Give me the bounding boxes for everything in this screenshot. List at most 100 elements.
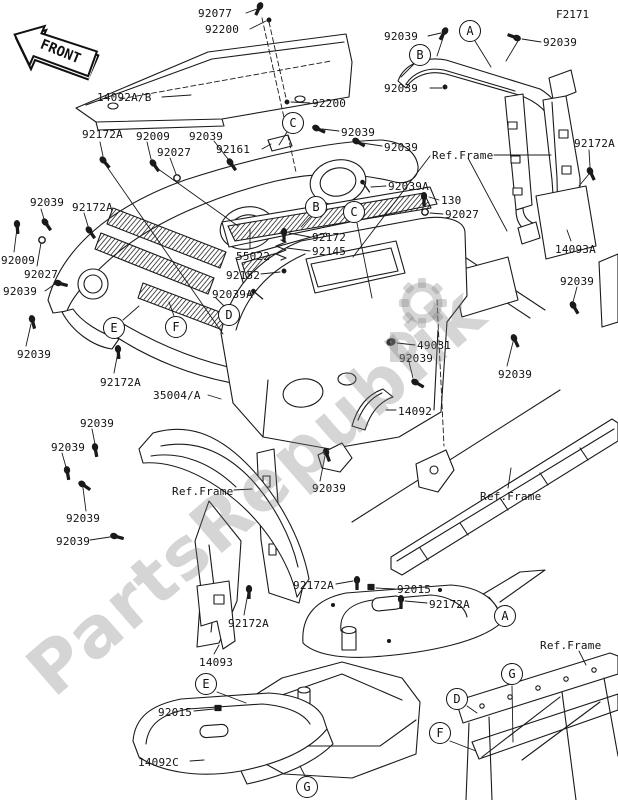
- part-label: 92015: [158, 706, 193, 719]
- part-label: 92039: [384, 141, 419, 154]
- spring-icon: [276, 240, 286, 260]
- screw-icon: [115, 345, 121, 358]
- screw-icon: [99, 156, 111, 169]
- part-label: 14093: [199, 656, 234, 669]
- washer-icon: [39, 237, 45, 243]
- callout-F: F: [165, 316, 187, 338]
- part-label: 14092: [398, 405, 433, 418]
- screw-icon: [226, 158, 238, 172]
- part-label: 55022: [236, 250, 271, 263]
- screw-icon: [507, 32, 521, 41]
- callout-E: E: [195, 673, 217, 695]
- callout-C: C: [343, 201, 365, 223]
- part-label: 49031: [417, 339, 452, 352]
- part-label: 92039: [17, 348, 52, 361]
- part-label: 92027: [157, 146, 192, 159]
- part-label: 92200: [312, 97, 347, 110]
- part-label: 130: [441, 194, 462, 207]
- pin-dot-icon: [282, 269, 286, 273]
- screw-icon: [322, 448, 331, 462]
- screw-icon: [41, 218, 53, 232]
- part-label: 92039A: [388, 180, 429, 193]
- frame-rail-part: [318, 390, 618, 575]
- front-arrow: FRONT: [0, 0, 107, 98]
- screw-icon: [312, 124, 326, 134]
- part-label: Ref.Frame: [172, 485, 234, 498]
- screw-icon: [586, 167, 596, 181]
- screw-icon: [569, 301, 580, 315]
- part-label: 92039: [51, 441, 86, 454]
- screw-icon: [110, 533, 124, 541]
- screw-icon: [78, 480, 92, 492]
- part-label: 92039: [312, 482, 347, 495]
- part-label: 92039: [384, 30, 419, 43]
- pin-icon: [360, 180, 371, 193]
- washer-icon: [174, 175, 180, 181]
- callout-B: B: [305, 196, 327, 218]
- pin-dot-icon: [285, 100, 289, 104]
- part-label: 92009: [136, 130, 171, 143]
- part-label: 92172A: [100, 376, 141, 389]
- callout-B: B: [409, 44, 431, 66]
- part-label: 92172A: [72, 201, 113, 214]
- callout-F: F: [429, 722, 451, 744]
- duct-part: [352, 389, 393, 430]
- part-label: 92039: [189, 130, 224, 143]
- pin-dot-icon: [267, 18, 271, 22]
- screw-icon: [29, 315, 37, 329]
- rear-panel-parts: [430, 186, 618, 327]
- part-label: 92172A: [82, 128, 123, 141]
- screw-icon: [398, 596, 403, 609]
- grommet-icon: [386, 338, 396, 346]
- screw-icon: [254, 2, 264, 16]
- screw-icon: [281, 229, 286, 242]
- screw-icon: [352, 137, 366, 148]
- part-label: 14092C: [138, 756, 179, 769]
- washer-icon: [422, 209, 428, 215]
- nut-icon: [368, 584, 374, 589]
- cab-fender-part: [221, 187, 467, 449]
- part-label: 92039: [384, 82, 419, 95]
- construction-lines: [120, 18, 444, 446]
- part-label: 92027: [24, 268, 59, 281]
- part-label: 92077: [198, 7, 233, 20]
- part-label: 92172A: [228, 617, 269, 630]
- part-label: 92145: [312, 245, 347, 258]
- bracket-part: [197, 581, 235, 649]
- part-label: 92039: [30, 196, 65, 209]
- part-label: 92039: [56, 535, 91, 548]
- part-label: 92027: [445, 208, 480, 221]
- part-label: 92039: [399, 352, 434, 365]
- leader-lines: [14, 9, 590, 776]
- screw-icon: [438, 27, 449, 41]
- screw-icon: [64, 466, 71, 480]
- screw-icon: [510, 334, 520, 348]
- screw-icon: [92, 443, 99, 457]
- rear-frame-part: [456, 653, 618, 800]
- part-label: 92039: [498, 368, 533, 381]
- pin-icon: [251, 289, 264, 301]
- nut-icon: [215, 705, 221, 710]
- part-label: 92009: [1, 254, 36, 267]
- fastener-icons: [14, 2, 596, 711]
- part-label: 14092A/B: [97, 91, 152, 104]
- screw-icon: [14, 220, 20, 233]
- part-label: 35004/A: [153, 389, 201, 402]
- screw-icon: [54, 280, 68, 288]
- part-label: 92039: [543, 36, 578, 49]
- part-label: Ref.Frame: [432, 149, 494, 162]
- hood-panel-part: [76, 34, 352, 130]
- part-label: 92039: [80, 417, 115, 430]
- part-label: 92015: [397, 583, 432, 596]
- part-label: 92161: [216, 143, 251, 156]
- part-label: 14093A: [555, 243, 596, 256]
- part-label: 92172A: [293, 579, 334, 592]
- part-label: 92039: [66, 512, 101, 525]
- callout-A: A: [494, 605, 516, 627]
- part-label: 92172A: [429, 598, 470, 611]
- callout-C: C: [282, 112, 304, 134]
- screw-icon: [85, 226, 97, 240]
- part-label: 92172A: [574, 137, 615, 150]
